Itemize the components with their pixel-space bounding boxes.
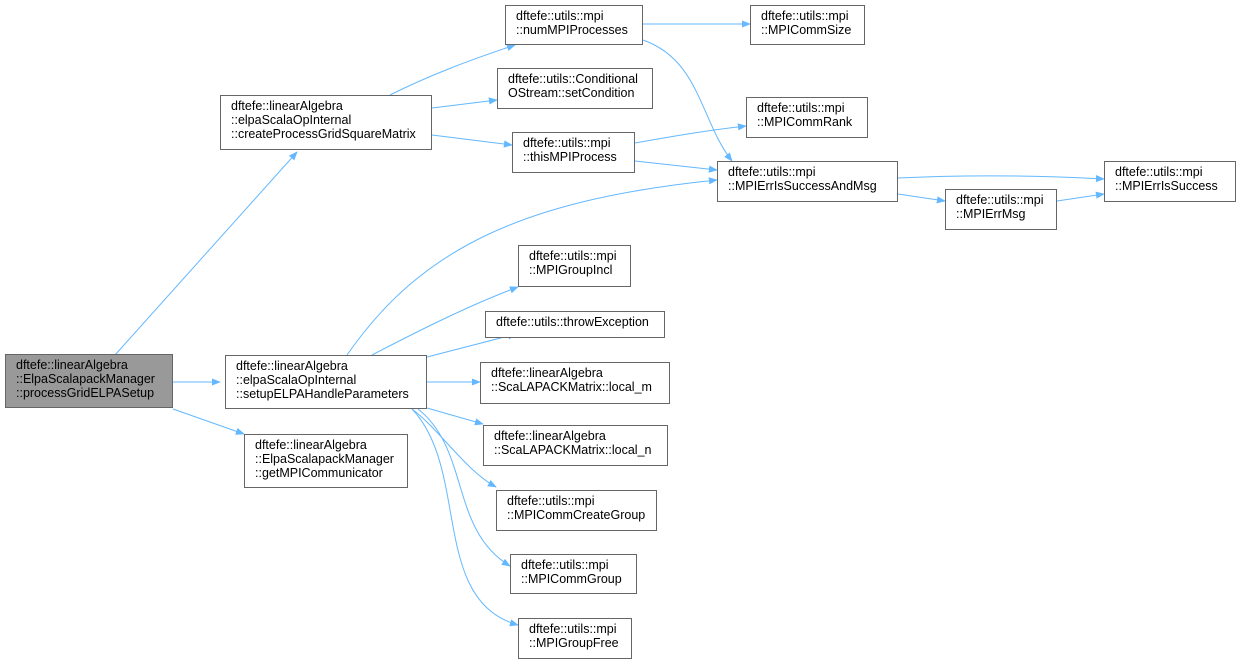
node-mpi-err-msg[interactable]: dftefe::utils::mpi ::MPIErrMsg [945,189,1057,230]
node-label-line: ::thisMPIProcess [523,150,617,164]
edge-errsuccmsg-errsucc [897,174,1105,183]
node-label-line: dftefe::linearAlgebra [491,366,603,380]
edge-setupelpa-creategroup [411,408,497,488]
edge-thisproc-commrank [634,123,747,144]
edge-creategrid-condstream [431,97,498,109]
node-label-line: dftefe::utils::mpi [507,494,595,508]
node-throw-exception[interactable]: dftefe::utils::throwException [485,311,665,338]
node-label-line: ::MPIErrIsSuccess [1115,179,1218,193]
node-label-line: dftefe::linearAlgebra [231,99,343,113]
node-get-mpi-communicator[interactable]: dftefe::linearAlgebra ::ElpaScalapackMan… [244,434,408,488]
node-label-line: dftefe::linearAlgebra [236,359,348,373]
node-label-line: ::MPICommRank [757,115,853,129]
edge-numproc-errsuccmsg [642,39,733,162]
edge-thisproc-errsuccmsg [634,160,718,173]
node-label-line: dftefe::utils::mpi [728,165,816,179]
node-process-grid-elpa-setup: dftefe::linearAlgebra ::ElpaScalapackMan… [5,354,173,408]
edge-errsuccmsg-errmsg [897,193,946,204]
node-label-line: dftefe::linearAlgebra [255,438,367,452]
edge-root-getcomm [172,408,245,435]
node-mpi-comm-group[interactable]: dftefe::utils::mpi ::MPICommGroup [510,554,637,594]
node-label-line: dftefe::utils::mpi [523,136,611,150]
node-mpi-group-incl[interactable]: dftefe::utils::mpi ::MPIGroupIncl [518,245,631,287]
node-num-mpi-processes[interactable]: dftefe::utils::mpi ::numMPIProcesses [505,5,643,45]
node-label-line: ::MPICommGroup [521,572,622,586]
node-label-line: ::ElpaScalapackManager [16,372,155,386]
node-scalapack-local-m[interactable]: dftefe::linearAlgebra ::ScaLAPACKMatrix:… [480,362,670,404]
node-label-line: dftefe::utils::mpi [956,193,1044,207]
node-label-line: ::MPICommCreateGroup [507,508,646,522]
edge-errmsg-errsucc [1056,191,1105,202]
node-mpi-group-free[interactable]: dftefe::utils::mpi ::MPIGroupFree [518,618,632,659]
node-label-line: ::MPIGroupIncl [529,263,613,277]
node-label-line: dftefe::utils::mpi [516,9,604,23]
edge-creategrid-numproc [389,44,516,96]
node-label-line: ::MPICommSize [761,23,852,37]
edge-setupelpa-groupfree [411,408,519,627]
edge-setupelpa-localn [426,407,484,426]
node-label-line: ::getMPICommunicator [255,466,383,480]
node-mpi-comm-size[interactable]: dftefe::utils::mpi ::MPICommSize [750,5,865,45]
edge-setupelpa-commgroup [417,408,511,567]
node-label-line: dftefe::utils::mpi [521,558,609,572]
node-label-line: dftefe::utils::Conditional [508,72,638,86]
node-label-line: ::ScaLAPACKMatrix::local_m [491,380,652,394]
edge-setupelpa-groupincl [371,286,519,356]
node-label-line: dftefe::utils::mpi [529,249,617,263]
node-label-line: OStream::setCondition [508,86,635,100]
node-label-line: ::createProcessGridSquareMatrix [231,127,416,141]
node-label-line: ::ScaLAPACKMatrix::local_n [494,443,652,457]
node-label-line: ::ElpaScalapackManager [255,452,394,466]
node-label-line: dftefe::utils::mpi [757,101,845,115]
node-label-line: dftefe::utils::mpi [1115,165,1203,179]
edge-setupelpa-errsuccmsg [346,177,718,356]
node-conditional-ostream-set-condition[interactable]: dftefe::utils::Conditional OStream::setC… [497,68,653,109]
node-mpi-comm-create-group[interactable]: dftefe::utils::mpi ::MPICommCreateGroup [496,490,657,531]
node-scalapack-local-n[interactable]: dftefe::linearAlgebra ::ScaLAPACKMatrix:… [483,425,668,466]
node-label-line: ::MPIGroupFree [529,636,619,650]
node-label-line: dftefe::linearAlgebra [16,358,128,372]
node-label-line: ::processGridELPASetup [16,386,155,400]
node-create-process-grid-square-matrix[interactable]: dftefe::linearAlgebra ::elpaScalaOpInter… [220,95,432,150]
node-setup-elpa-handle-parameters[interactable]: dftefe::linearAlgebra ::elpaScalaOpInter… [225,355,427,409]
edge-creategrid-thisproc [431,134,513,148]
node-label-line: dftefe::utils::mpi [761,9,849,23]
node-label-line: ::MPIErrMsg [956,207,1026,221]
node-this-mpi-process[interactable]: dftefe::utils::mpi ::thisMPIProcess [512,132,635,173]
node-label-line: dftefe::utils::throwException [496,315,649,329]
node-mpi-err-is-success[interactable]: dftefe::utils::mpi ::MPIErrIsSuccess [1104,161,1236,202]
node-label-line: ::setupELPAHandleParameters [236,387,409,401]
node-label-line: ::elpaScalaOpInternal [236,373,357,387]
node-label-line: ::MPIErrIsSuccessAndMsg [728,179,877,193]
node-label-line: dftefe::linearAlgebra [494,429,606,443]
node-mpi-comm-rank[interactable]: dftefe::utils::mpi ::MPICommRank [746,97,868,138]
node-mpi-err-is-success-and-msg[interactable]: dftefe::utils::mpi ::MPIErrIsSuccessAndM… [717,161,898,202]
node-label-line: ::numMPIProcesses [516,23,628,37]
edge-root-creategrid [114,151,298,356]
node-label-line: ::elpaScalaOpInternal [231,113,352,127]
node-label-line: dftefe::utils::mpi [529,622,617,636]
